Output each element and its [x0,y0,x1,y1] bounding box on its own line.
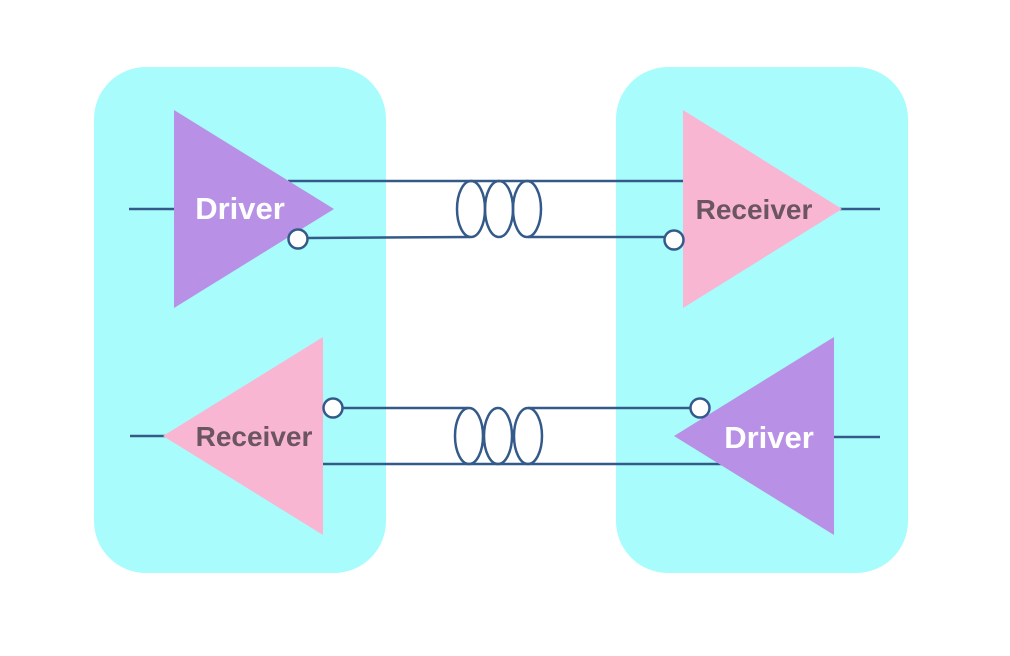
top-receiver-label: Receiver [696,194,813,225]
bottom-choke-coil-3 [512,406,544,466]
top-choke-coil-1 [455,179,487,239]
top-driver-label: Driver [195,191,285,226]
top-lower-wire-left [307,235,471,240]
bottom-choke-coil-1 [453,406,485,466]
bottom-driver-triangle [674,337,834,535]
right-panel [616,67,908,573]
top-receiver-triangle [683,110,842,308]
bottom-receiver-label: Receiver [196,421,313,452]
top-driver-inversion-bubble [287,228,309,250]
bottom-receiver-inversion-bubble [322,397,344,419]
bottom-driver-label: Driver [724,420,814,455]
top-receiver-inversion-bubble [663,229,685,251]
top-choke-coil-3 [511,179,543,239]
bottom-receiver-triangle [163,337,323,535]
top-driver-triangle [174,110,334,308]
top-choke-coil-2 [483,179,515,239]
bottom-driver-inversion-bubble [689,397,711,419]
bottom-choke-coil-2 [482,406,514,466]
left-panel [94,67,386,573]
